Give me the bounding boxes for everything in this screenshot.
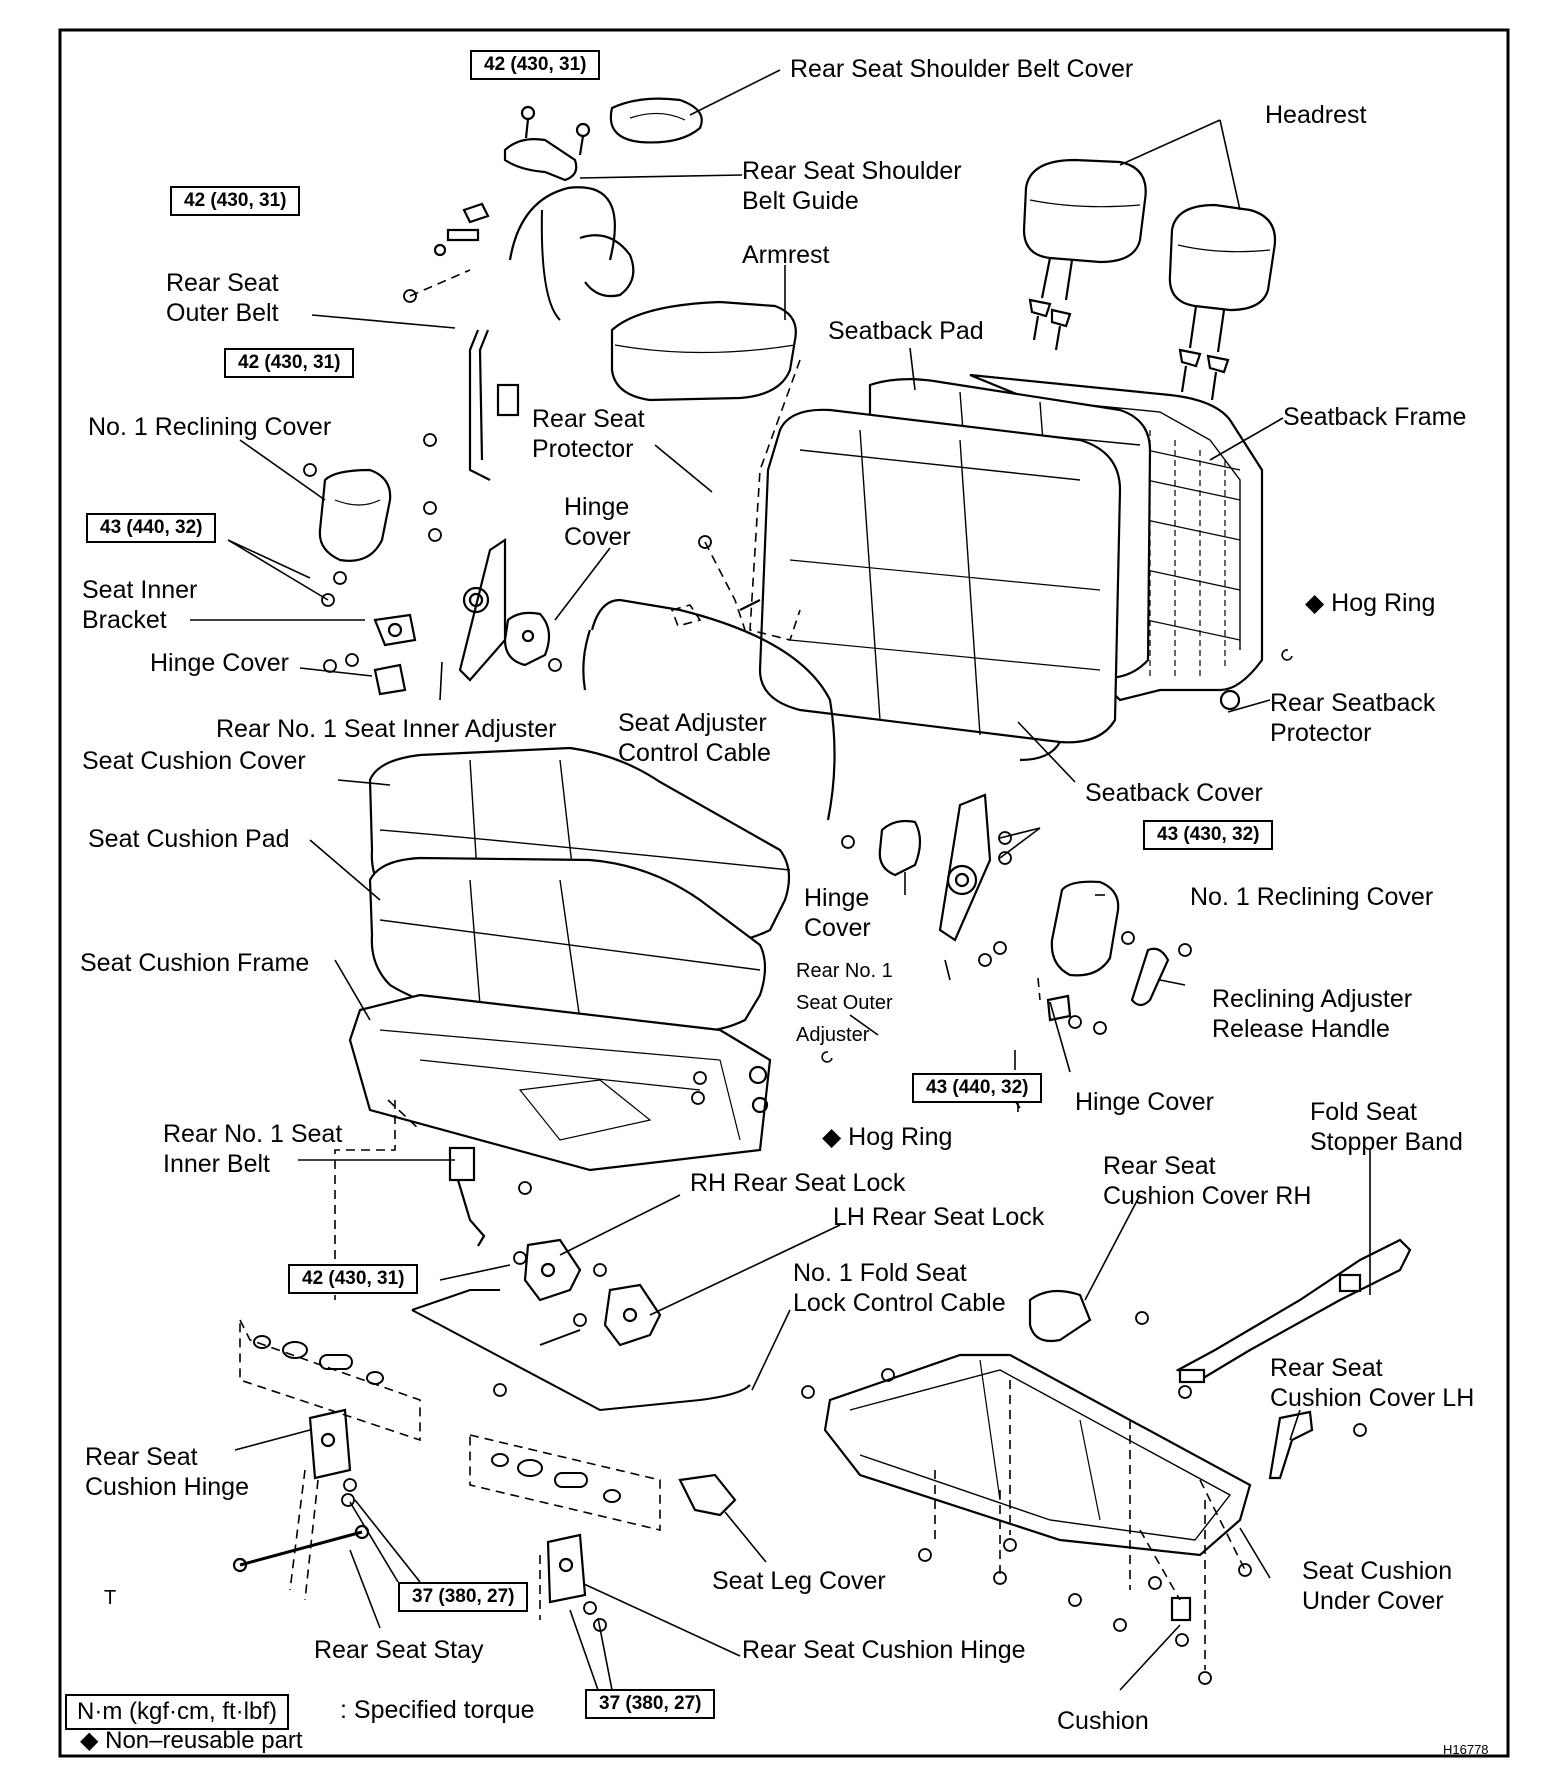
label-hinge-cover-upper: Hinge Cover xyxy=(564,493,631,551)
label-seat-cushion-frame: Seat Cushion Frame xyxy=(80,949,310,977)
label-cushion-cover-rh: Rear Seat Cushion Cover RH xyxy=(1103,1152,1312,1210)
label-reclining-cover-left: No. 1 Reclining Cover xyxy=(88,413,332,441)
label-seat-cushion-cover: Seat Cushion Cover xyxy=(82,747,306,775)
torque-box-3: 42 (430, 31) xyxy=(224,348,355,378)
seat-adjuster-cable-part xyxy=(590,598,836,821)
fold-seat-cable-part xyxy=(411,1289,751,1412)
seat-cushion-frame-part xyxy=(348,993,772,1172)
fold-seat-band-part xyxy=(1175,1238,1412,1384)
label-hinge-cover-right: Hinge Cover xyxy=(1075,1088,1214,1116)
label-headrest: Headrest xyxy=(1265,101,1367,129)
label-hinge-cover-mid: Hinge Cover xyxy=(804,884,871,942)
label-seat-adjuster-cable: Seat Adjuster Control Cable xyxy=(618,709,771,767)
headrest-left-part xyxy=(1022,158,1147,351)
label-seat-leg-cover: Seat Leg Cover xyxy=(712,1567,886,1595)
hinge-cover-left-part xyxy=(373,663,407,696)
armrest-part xyxy=(610,300,797,402)
reclining-cover-left-part xyxy=(318,468,392,562)
legend-non-reusable: ◆ Non–reusable part xyxy=(80,1727,303,1754)
label-seatback-pad: Seatback Pad xyxy=(828,317,984,345)
cushion-cover-rh-part xyxy=(1028,1289,1092,1343)
cushion-hinge-left-part xyxy=(308,1408,352,1480)
label-outer-adjuster: Rear No. 1 Seat Outer Adjuster xyxy=(796,960,893,1046)
torque-box-6: 43 (440, 32) xyxy=(912,1073,1043,1103)
outer-adjuster-part xyxy=(938,793,992,942)
label-seat-cushion-pad: Seat Cushion Pad xyxy=(88,825,290,853)
inner-adjuster-part xyxy=(458,537,507,682)
seat-inner-bracket-part xyxy=(373,613,417,647)
label-inner-adjuster: Rear No. 1 Seat Inner Adjuster xyxy=(216,715,557,743)
shoulder-belt-guide-part xyxy=(503,105,591,182)
label-lh-seat-lock: LH Rear Seat Lock xyxy=(833,1203,1045,1231)
label-inner-belt: Rear No. 1 Seat Inner Belt xyxy=(163,1120,343,1178)
label-rh-seat-lock: RH Rear Seat Lock xyxy=(690,1169,906,1197)
cushion-hinge-right-part xyxy=(546,1533,587,1604)
label-hinge-cover-left: Hinge Cover xyxy=(150,649,289,677)
seat-leg-cover-part xyxy=(678,1473,737,1517)
lh-seat-lock-part xyxy=(603,1283,662,1347)
torque-box-1: 42 (430, 31) xyxy=(470,50,601,80)
label-rear-seatback-protector: Rear Seatback Protector xyxy=(1270,689,1436,747)
label-rear-seat-stay: Rear Seat Stay xyxy=(314,1636,484,1664)
reclining-cover-right-part xyxy=(1050,880,1120,977)
diagram-frame xyxy=(58,28,1510,1758)
torque-box-5: 43 (430, 32) xyxy=(1143,820,1274,850)
label-t-mark: T xyxy=(104,1587,117,1609)
label-fold-seat-cable: No. 1 Fold Seat Lock Control Cable xyxy=(793,1259,1006,1317)
hog-ring-center-part xyxy=(821,1051,833,1063)
label-seatback-cover: Seatback Cover xyxy=(1085,779,1263,807)
legend-unit-box: N·m (kgf·cm, ft·lbf) xyxy=(65,1694,289,1730)
label-armrest: Armrest xyxy=(742,241,830,269)
inner-belt-part xyxy=(448,1146,486,1247)
label-rear-seat-protector: Rear Seat Protector xyxy=(532,405,645,463)
cushion-part xyxy=(1170,1596,1192,1622)
hog-ring-right-part xyxy=(1281,649,1293,661)
label-seat-cushion-under-cover: Seat Cushion Under Cover xyxy=(1302,1557,1453,1615)
seatback-cover-part xyxy=(739,408,1122,762)
label-cushion-hinge-left: Rear Seat Cushion Hinge xyxy=(85,1443,249,1501)
label-seatback-frame: Seatback Frame xyxy=(1283,403,1467,431)
label-seat-inner-bracket: Seat Inner Bracket xyxy=(82,576,198,634)
label-reclining-cover-right: No. 1 Reclining Cover xyxy=(1190,883,1434,911)
legend-unit-text: : Specified torque xyxy=(340,1696,535,1724)
headrest-right-part xyxy=(1168,203,1277,401)
bushing-group-left xyxy=(253,1335,384,1385)
shoulder-belt-cover-part xyxy=(609,97,703,144)
hinge-cover-upper-part xyxy=(503,611,551,667)
bushing-group-right xyxy=(491,1453,621,1503)
seat-cushion-under-cover-part xyxy=(823,1353,1252,1557)
reclining-handle-part xyxy=(1130,947,1170,1007)
rear-seat-stay-part xyxy=(239,1530,363,1567)
label-cushion-cover-lh: Rear Seat Cushion Cover LH xyxy=(1270,1354,1475,1412)
torque-box-8: 37 (380, 27) xyxy=(398,1582,529,1612)
label-cushion-hinge-right: Rear Seat Cushion Hinge xyxy=(742,1636,1026,1664)
label-outer-belt: Rear Seat Outer Belt xyxy=(166,269,279,327)
seat-cushion-pad-part xyxy=(368,856,767,1033)
label-reclining-handle: Reclining Adjuster Release Handle xyxy=(1212,985,1413,1043)
torque-box-7: 42 (430, 31) xyxy=(288,1264,419,1294)
torque-box-2: 42 (430, 31) xyxy=(170,186,301,216)
torque-box-4: 43 (440, 32) xyxy=(86,513,217,543)
label-shoulder-belt-cover: Rear Seat Shoulder Belt Cover xyxy=(790,55,1134,83)
outer-belt-part xyxy=(433,186,635,481)
label-cushion: Cushion xyxy=(1057,1707,1149,1735)
torque-box-9: 37 (380, 27) xyxy=(585,1689,716,1719)
label-hog-ring-center: ◆ Hog Ring xyxy=(822,1123,953,1151)
label-hog-ring-right: ◆ Hog Ring xyxy=(1305,589,1436,617)
figure-code: H16778 xyxy=(1443,1742,1489,1757)
label-fold-seat-band: Fold Seat Stopper Band xyxy=(1310,1098,1463,1156)
rh-seat-lock-part xyxy=(523,1238,582,1302)
label-shoulder-belt-guide: Rear Seat Shoulder Belt Guide xyxy=(742,157,962,215)
cushion-cover-lh-part xyxy=(1268,1410,1314,1480)
hinge-cover-mid-part xyxy=(878,819,922,877)
